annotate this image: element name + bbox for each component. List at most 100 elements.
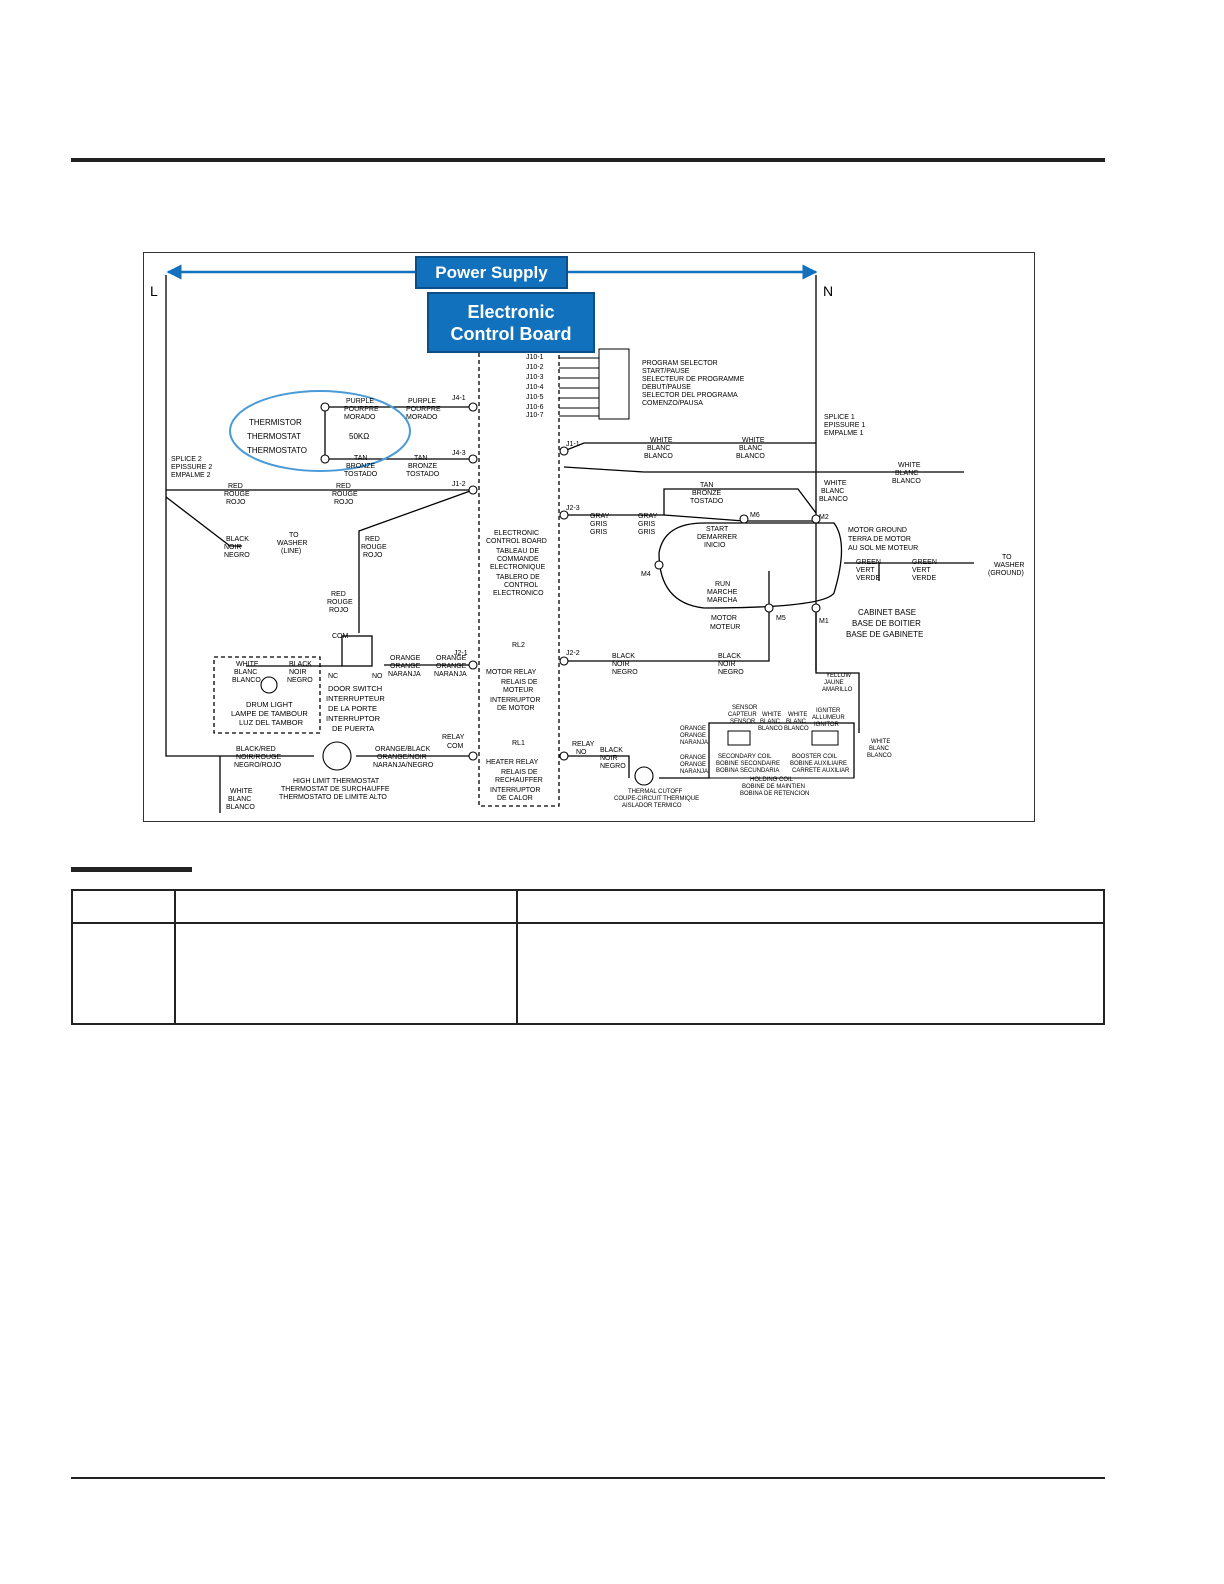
green-label-1: GREEN VERT VERDE: [856, 559, 883, 582]
section-rule: [71, 867, 192, 872]
rl2-label: RL2: [512, 642, 525, 649]
black-line-label: BLACK NOIR NEGRO: [224, 536, 251, 559]
black-label-3: BLACK NOIR NEGRO: [718, 653, 744, 676]
gray-label-2: GRAY GRIS GRIS: [638, 513, 659, 536]
j10-3-label: J10-3: [526, 374, 544, 381]
heater-relay-label: HEATER RELAY RELAIS DE RECHAUFFER INTERR…: [486, 759, 545, 802]
yellow-label: YELLOW JAUNE AMARILLO: [822, 673, 853, 693]
to-washer-line-label: TO WASHER (LINE): [277, 532, 309, 555]
diagram-labels: J10-1 J10-2 J10-3 J10-4 J10-5 J10-6 J10-…: [171, 354, 1026, 811]
run-winding-label: RUN MARCHE MARCHA: [707, 581, 739, 604]
m2-label: M2: [819, 514, 829, 521]
table-cell: [71, 922, 176, 1025]
connectors: [260, 402, 821, 786]
green-label-2: GREEN VERT VERDE: [912, 559, 939, 582]
secondary-coil-label: SECONDARY COIL BOBINE SECONDAIRE BOBINA …: [716, 754, 782, 774]
start-winding-label: START DEMARRER INICIO: [697, 526, 739, 549]
red-label-3: RED ROUGE ROJO: [361, 536, 389, 559]
j1-2-label: J1-2: [452, 481, 466, 488]
cabinet-base-label: CABINET BASE BASE DE BOITIER BASE DE GAB…: [846, 608, 923, 639]
black-box-label: BLACK NOIR NEGRO: [287, 661, 314, 684]
sensor-label: SENSOR CAPTEUR SENSOR: [728, 705, 759, 725]
purple-left-label: PURPLE POURPRE MORADO: [344, 398, 381, 421]
j4-1-label: J4-1: [452, 395, 466, 402]
j10-wires: [559, 357, 599, 417]
ecb-callout-line2: Control Board: [450, 324, 572, 344]
ecb-callout-line1: Electronic: [467, 302, 555, 322]
info-table: [71, 889, 1105, 1025]
table-cell: [516, 922, 1105, 1025]
black-label-4: BLACK NOIR NEGRO: [600, 747, 626, 770]
nc-label: NC: [328, 673, 338, 680]
tan-motor-label: TAN BRONZE TOSTADO: [690, 482, 724, 505]
motor-relay-label: MOTOR RELAY RELAIS DE MOTEUR INTERRUPTOR…: [486, 669, 542, 712]
orange-label-1: ORANGE ORANGE NARANJA: [388, 655, 422, 678]
drum-light-label: DRUM LIGHT LAMPE DE TAMBOUR LUZ DEL TAMB…: [231, 700, 310, 727]
ecb-inner-label: ELECTRONIC CONTROL BOARD TABLEAU DE COMM…: [486, 530, 549, 597]
m4-label: M4: [641, 571, 651, 578]
high-limit-label: HIGH LIMIT THERMOSTAT THERMOSTAT DE SURC…: [279, 778, 391, 801]
igniter-label: IGNITER ALLUMEUR IGNITOR: [812, 708, 846, 728]
white-box-label: WHITE BLANC BLANCO: [232, 661, 261, 684]
no-label: NO: [372, 673, 383, 680]
white-label-2: WHITE BLANC BLANCO: [736, 437, 767, 460]
electronic-control-board-callout: Electronic Control Board: [427, 292, 595, 353]
gray-label-1: GRAY GRIS GRIS: [590, 513, 611, 536]
rl1-label: RL1: [512, 740, 525, 747]
bottom-rule: [71, 1477, 1105, 1479]
tan-left-label: TAN BRONZE TOSTADO: [344, 455, 378, 478]
white-label-4: WHITE BLANC BLANCO: [892, 462, 923, 485]
relay-no-label: RELAY NO: [572, 741, 596, 756]
white-gas-label-1: WHITE BLANC BLANCO: [758, 712, 783, 732]
holding-coil-label: HOLDING COIL BOBINE DE MAINTIEN BOBINA D…: [740, 777, 809, 797]
j10-2-label: J10-2: [526, 364, 544, 371]
orange-label-3: ORANGE ORANGE NARANJA: [680, 726, 708, 746]
splice1-label: SPLICE 1 EPISSURE 1 EMPALME 1: [824, 414, 867, 437]
door-switch-label: DOOR SWITCH INTERRUPTEUR DE LA PORTE INT…: [326, 684, 387, 733]
gas-valve-assembly: [708, 722, 855, 779]
m1-label: M1: [819, 618, 829, 625]
motor-label: MOTOR MOTEUR: [710, 615, 740, 631]
j10-5-label: J10-5: [526, 394, 544, 401]
com-label: COM: [332, 633, 349, 640]
power-supply-callout: Power Supply: [415, 256, 568, 289]
purple-right-label: PURPLE POURPRE MORADO: [406, 398, 443, 421]
white-label-1: WHITE BLANC BLANCO: [644, 437, 675, 460]
j10-6-label: J10-6: [526, 404, 544, 411]
j10-4-label: J10-4: [526, 384, 544, 391]
j2-3-label: J2-3: [566, 505, 580, 512]
m6-label: M6: [750, 512, 760, 519]
splice2-label: SPLICE 2 EPISSURE 2 EMPALME 2: [171, 456, 214, 479]
top-rule: [71, 158, 1105, 162]
table-cell: [71, 889, 176, 924]
ohms-label: 50KΩ: [349, 432, 369, 441]
tan-right-label: TAN BRONZE TOSTADO: [406, 455, 440, 478]
j10-7-label: J10-7: [526, 412, 544, 419]
table-cell: [516, 889, 1105, 924]
thermistor-highlight: [229, 390, 411, 472]
sensor-component: [727, 730, 751, 746]
to-washer-ground-label: TO WASHER (GROUND): [988, 554, 1026, 577]
orange-label-4: ORANGE ORANGE NARANJA: [680, 755, 708, 775]
motor-ground-label: MOTOR GROUND TERRA DE MOTOR AU SOL ME MO…: [848, 527, 918, 552]
table-cell: [174, 922, 518, 1025]
table-row: [71, 922, 1105, 1025]
thermal-cutoff-label: THERMAL CUTOFF COUPE-CIRCUIT THERMIQUE A…: [614, 789, 701, 809]
line-L-label: L: [150, 283, 158, 299]
red-label-1: RED ROUGE ROJO: [224, 483, 252, 506]
black-label-2: BLACK NOIR NEGRO: [612, 653, 638, 676]
table-cell: [174, 889, 518, 924]
neutral-N-label: N: [823, 283, 833, 299]
red-label-2: RED ROUGE ROJO: [332, 483, 360, 506]
j4-3-label: J4-3: [452, 450, 466, 457]
relay-com-label: RELAY COM: [442, 734, 466, 750]
white-label-3: WHITE BLANC BLANCO: [819, 480, 849, 503]
orange-black-label: ORANGE/BLACK ORANGE/NOIR NARANJA/NEGRO: [373, 746, 434, 769]
thermistor-label: THERMISTOR THERMOSTAT THERMOSTATO: [247, 418, 307, 455]
program-selector-label: PROGRAM SELECTOR START/PAUSE SELECTEUR D…: [642, 360, 746, 407]
program-selector-connector: [598, 348, 630, 420]
j2-2-label: J2-2: [566, 650, 580, 657]
booster-coil-label: BOOSTER COIL BOBINE AUXILIAIRE CARRETE A…: [790, 754, 850, 774]
table-header-row: [71, 889, 1105, 924]
black-red-label: BLACK/RED NOIR/ROUGE NEGRO/ROJO: [234, 746, 283, 769]
